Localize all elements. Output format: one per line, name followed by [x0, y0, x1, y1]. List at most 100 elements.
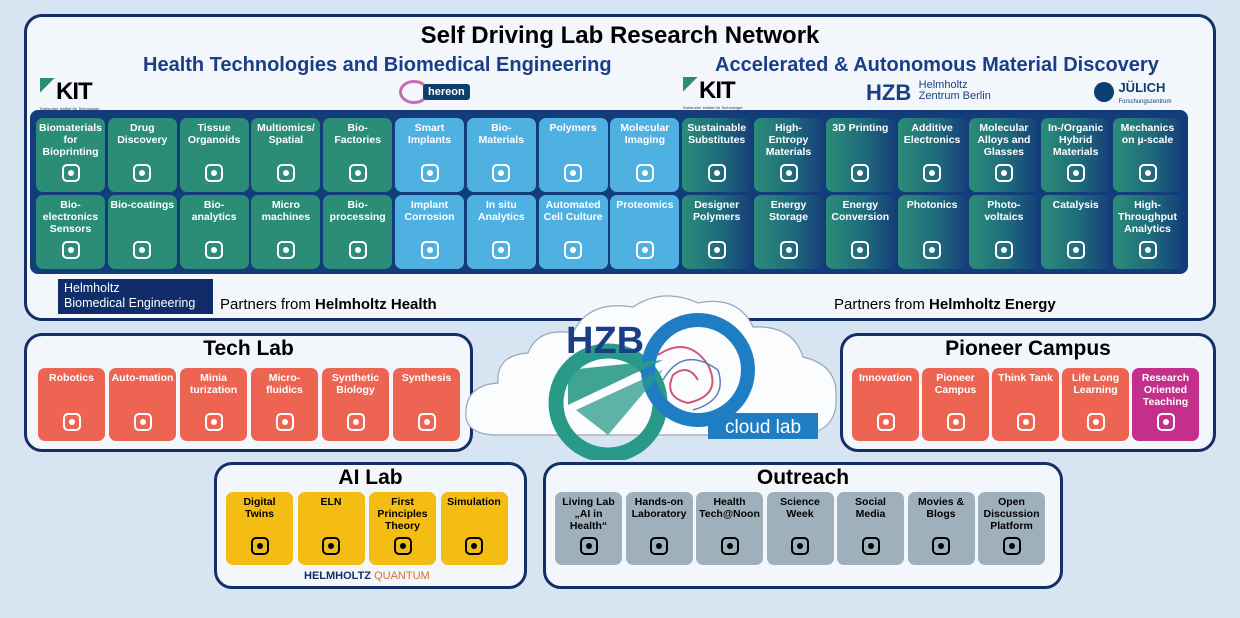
- network-row2-tile: Photonics: [897, 195, 967, 269]
- hands-flask-icon: [646, 533, 672, 559]
- cloud-label-box: [708, 413, 818, 439]
- network-row1-tile: Bio-Factories: [323, 118, 393, 192]
- network-row1-tile-label: Sustainable Substitutes: [687, 122, 747, 146]
- network-row2-tile-label: Bio-processing: [329, 199, 386, 223]
- hereon-logo: hereon: [399, 80, 470, 104]
- pioneer-campus-tile: Life Long Learning: [1062, 368, 1129, 441]
- shrink-arrows-icon: [201, 409, 227, 435]
- cloud-swirl: [657, 346, 714, 405]
- cloud-hzb-text: HZB: [566, 320, 644, 362]
- network-row1-tile-label: Molecular Alloys and Glasses: [977, 122, 1031, 158]
- juelich-mark: [1094, 82, 1114, 102]
- ai-lab-title: AI Lab: [338, 466, 403, 489]
- pioneer-campus-tile: Research Oriented Teaching: [1132, 368, 1199, 441]
- network-row2-tile: Bio-processing: [323, 195, 393, 269]
- kit-logo-right: KIT Karlsruher Institut für Technologie: [683, 77, 743, 110]
- tech-lab-tile: Micro-fluidics: [251, 368, 318, 441]
- tech-lab-tile-label: Auto-mation: [111, 372, 174, 384]
- molecule-icon: [560, 160, 586, 186]
- chip-icon: [919, 160, 945, 186]
- presenter-icon: [717, 533, 743, 559]
- lightbulb-icon: [873, 409, 899, 435]
- network-row2-tile: Micro machines: [251, 195, 321, 269]
- protein-jar-icon: [632, 237, 658, 263]
- blocks-icon: [991, 160, 1017, 186]
- network-row2-tile-label: Energy Storage: [768, 199, 809, 223]
- tech-lab-tile-label: Robotics: [49, 372, 94, 384]
- network-title: Self Driving Lab Research Network: [420, 22, 820, 49]
- catalysis-icon: [1063, 237, 1089, 263]
- outreach-tile: Movies & Blogs: [907, 492, 975, 565]
- network-row2-tile: Energy Storage: [754, 195, 823, 269]
- partners-energy: Partners from Helmholtz Energy: [834, 296, 1056, 313]
- flask-icon: [414, 409, 440, 435]
- outreach-title: Outreach: [756, 466, 850, 489]
- cloud-swirl-2: [662, 358, 721, 411]
- network-row1-tile-label: Molecular Imaging: [620, 122, 670, 146]
- network-row2-tile-label: Bio-analytics: [191, 199, 237, 223]
- tech-lab-tile: Robotics: [38, 368, 105, 441]
- heart-icon: [201, 160, 227, 186]
- tech-lab-tile-label: Synthesis: [401, 372, 452, 384]
- tech-lab-tile-label: Minia turization: [189, 372, 238, 396]
- partners-health: Partners from Helmholtz Health: [220, 296, 437, 313]
- polymer-icon: [704, 237, 730, 263]
- cloud-blue-ring: [641, 313, 755, 427]
- outreach-tile: Living Lab „AI in Health“: [555, 492, 622, 565]
- tech-lab-tile: Auto-mation: [109, 368, 176, 441]
- ai-lab-tile-label: Simulation: [447, 496, 501, 508]
- network-row1-tile: Polymers: [538, 118, 608, 192]
- outreach-tile-label: Health Tech@Noon: [699, 496, 760, 520]
- pioneer-campus-tile-label: Think Tank: [998, 372, 1053, 384]
- network-row1-tile: Drug Discovery: [107, 118, 177, 192]
- network-row2-tile: Designer Polymers: [682, 195, 752, 269]
- subtitle-health: Health Technologies and Biomedical Engin…: [143, 54, 612, 76]
- network-row1-tile-label: 3D Printing: [832, 122, 889, 134]
- network-row2-tile-label: Energy Conversion: [831, 199, 890, 223]
- ai-lab-tile: Simulation: [440, 492, 508, 565]
- pioneer-campus-tile-label: Innovation: [858, 372, 913, 384]
- network-row1-tile: Biomaterials for Bioprinting: [36, 118, 105, 192]
- thinker-icon: [1013, 409, 1039, 435]
- outreach-tile: Open Discussion Platform: [978, 492, 1045, 565]
- outreach-tile-label: Open Discussion Platform: [983, 496, 1040, 532]
- light-burst-icon: [919, 237, 945, 263]
- helmholtz-quantum-logo: HELMHOLTZ QUANTUM: [304, 570, 430, 582]
- dna-icon: [343, 409, 369, 435]
- network-row2-tile-label: Bio-electronics Sensors: [42, 199, 99, 235]
- conversion-icon: [847, 237, 873, 263]
- flask-gear-icon: [1135, 160, 1161, 186]
- network-row1-tile: High-Entropy Materials: [754, 118, 823, 192]
- network-row2-tile: Bio-electronics Sensors: [36, 195, 105, 269]
- pioneer-campus-tile-label: Life Long Learning: [1071, 372, 1120, 396]
- network-row2-tile-label: Catalysis: [1052, 199, 1099, 211]
- cloud-beams: [568, 360, 663, 405]
- network-row1-tile-label: Biomaterials for Bioprinting: [38, 122, 103, 158]
- recycle-search-icon: [704, 160, 730, 186]
- sensor-chip-icon: [58, 237, 84, 263]
- network-row2-tile-label: High-Throughput Analytics: [1118, 199, 1177, 235]
- ai-lab-tile-label: ELN: [320, 496, 342, 508]
- broken-tooth-icon: [417, 237, 443, 263]
- network-row1-tile-label: High-Entropy Materials: [765, 122, 812, 158]
- phone-icon: [858, 533, 884, 559]
- printer-icon: [58, 160, 84, 186]
- network-row1-tile-label: Smart Implants: [407, 122, 452, 146]
- ai-lab-tile: Digital Twins: [226, 492, 293, 565]
- network-row2-tile-label: Designer Polymers: [693, 199, 741, 223]
- pioneer-campus-tile: Pioneer Campus: [922, 368, 989, 441]
- network-row2-tile-label: Bio-coatings: [110, 199, 175, 211]
- dna-icon: [273, 160, 299, 186]
- ai-lab-tile-label: First Principles Theory: [377, 496, 428, 532]
- network-row2-tile-label: Implant Corrosion: [404, 199, 455, 223]
- network-row2-tile: Proteomics: [610, 195, 680, 269]
- network-row1-tile-label: Tissue Organoids: [187, 122, 241, 146]
- solar-panel-icon: [991, 237, 1017, 263]
- outreach-tile-label: Movies & Blogs: [917, 496, 965, 520]
- tech-lab-tile-label: Micro-fluidics: [266, 372, 303, 396]
- brain-network-icon: [390, 533, 416, 559]
- wireless-icon: [273, 237, 299, 263]
- subtitle-materials: Accelerated & Autonomous Material Discov…: [715, 54, 1159, 76]
